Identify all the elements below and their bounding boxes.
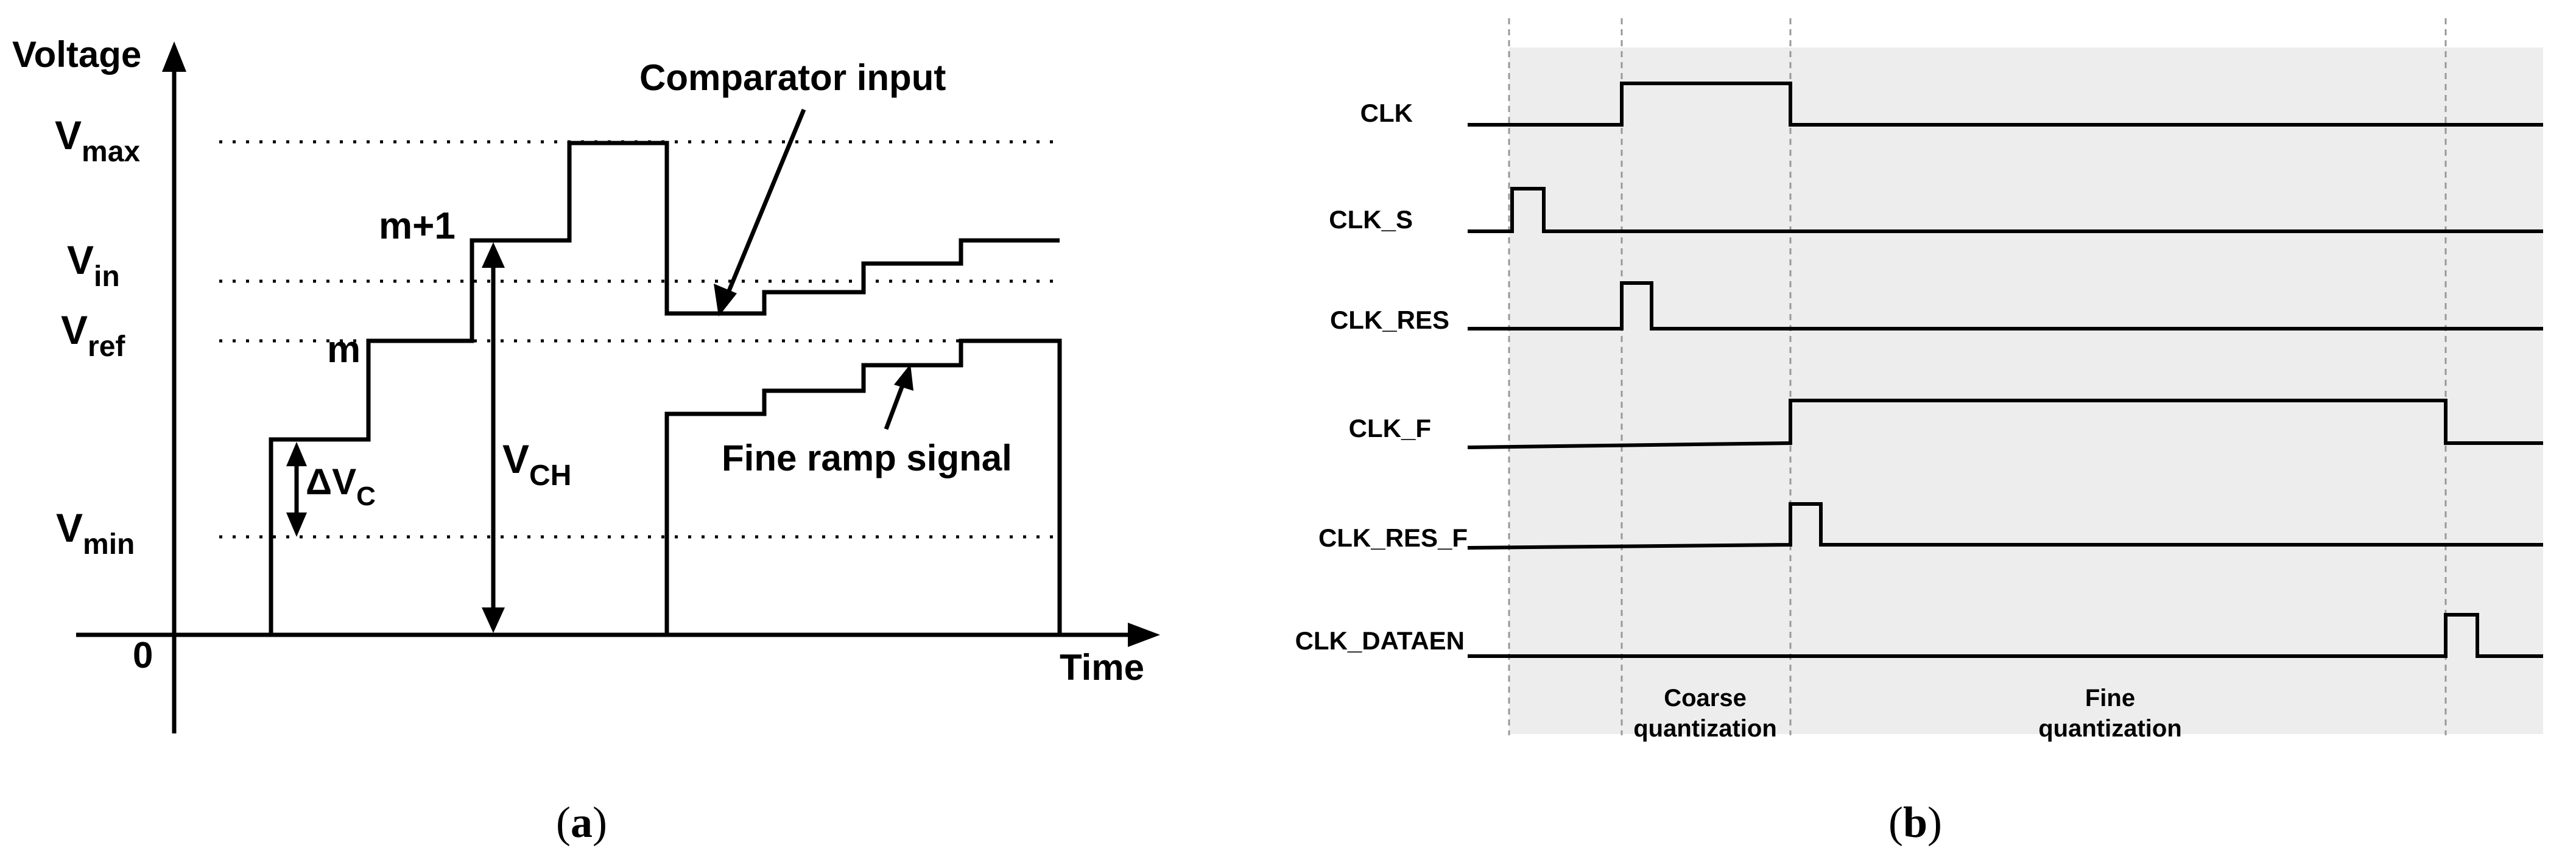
timing-shaded-area bbox=[1509, 47, 2543, 734]
dvc-arrow-down-head bbox=[286, 512, 307, 537]
panel-b-timing-diagram: CLK CLK_S CLK_RES CLK_F CLK_RES_F CLK_DA… bbox=[1295, 18, 2543, 847]
clk-dataen-waveform bbox=[1468, 613, 2543, 658]
vref-label: Vref bbox=[61, 307, 125, 363]
comparator-input-annotation: Comparator input bbox=[639, 57, 946, 98]
vin-label: Vin bbox=[67, 237, 120, 293]
dvc-arrow-up-head bbox=[286, 442, 307, 466]
fine-quantization-label-line1: Fine bbox=[2085, 685, 2135, 712]
coarse-quantization-label-line1: Coarse bbox=[1664, 685, 1747, 712]
clk-res-waveform bbox=[1468, 281, 2543, 331]
vch-arrow-down-head bbox=[482, 607, 505, 633]
clk-s-waveform bbox=[1468, 187, 2543, 233]
vmax-label: Vmax bbox=[55, 113, 140, 168]
clk-waveform bbox=[1468, 82, 2543, 127]
panel-a-caption: (a) bbox=[556, 798, 607, 847]
coarse-quantization-label-line2: quantization bbox=[1633, 715, 1777, 742]
dvc-label: ΔVC bbox=[306, 461, 376, 511]
comparator-input-waveform bbox=[269, 141, 1060, 635]
fine-ramp-waveform bbox=[664, 338, 1062, 635]
x-axis-arrowhead bbox=[1128, 623, 1160, 647]
comparator-pointer-head bbox=[714, 284, 737, 317]
fine-ramp-annotation: Fine ramp signal bbox=[722, 438, 1012, 478]
signal-label-clk-f: CLK_F bbox=[1349, 414, 1431, 442]
signal-label-clk: CLK bbox=[1360, 99, 1413, 127]
comparator-pointer-line bbox=[723, 108, 806, 299]
x-axis-label: Time bbox=[1060, 647, 1144, 688]
clk-res-f-waveform bbox=[1467, 502, 2543, 550]
panel-a-voltage-diagram: Voltage Time 0 Vmax Vin Vref Vmin m m+1 … bbox=[12, 34, 1160, 847]
vmin-label: Vmin bbox=[56, 505, 135, 561]
signal-label-clk-dataen: CLK_DATAEN bbox=[1295, 626, 1465, 655]
y-axis-label: Voltage bbox=[12, 34, 141, 75]
panel-b-caption: (b) bbox=[1888, 798, 1942, 847]
fine-ramp-pointer-head bbox=[894, 364, 913, 391]
fine-quantization-label-line2: quantization bbox=[2038, 715, 2182, 742]
signal-label-clk-s: CLK_S bbox=[1329, 205, 1413, 234]
signal-label-clk-res-f: CLK_RES_F bbox=[1318, 523, 1468, 552]
step-label-m-plus-1: m+1 bbox=[379, 205, 456, 247]
vch-arrow-up-head bbox=[482, 242, 505, 268]
y-axis-arrowhead bbox=[162, 41, 186, 72]
origin-label: 0 bbox=[133, 635, 153, 676]
signal-label-clk-res: CLK_RES bbox=[1330, 306, 1449, 334]
fine-ramp-pointer-line bbox=[884, 379, 907, 430]
step-label-m: m bbox=[327, 329, 361, 371]
vch-label: VCH bbox=[502, 436, 571, 492]
clk-f-waveform bbox=[1467, 399, 2543, 449]
